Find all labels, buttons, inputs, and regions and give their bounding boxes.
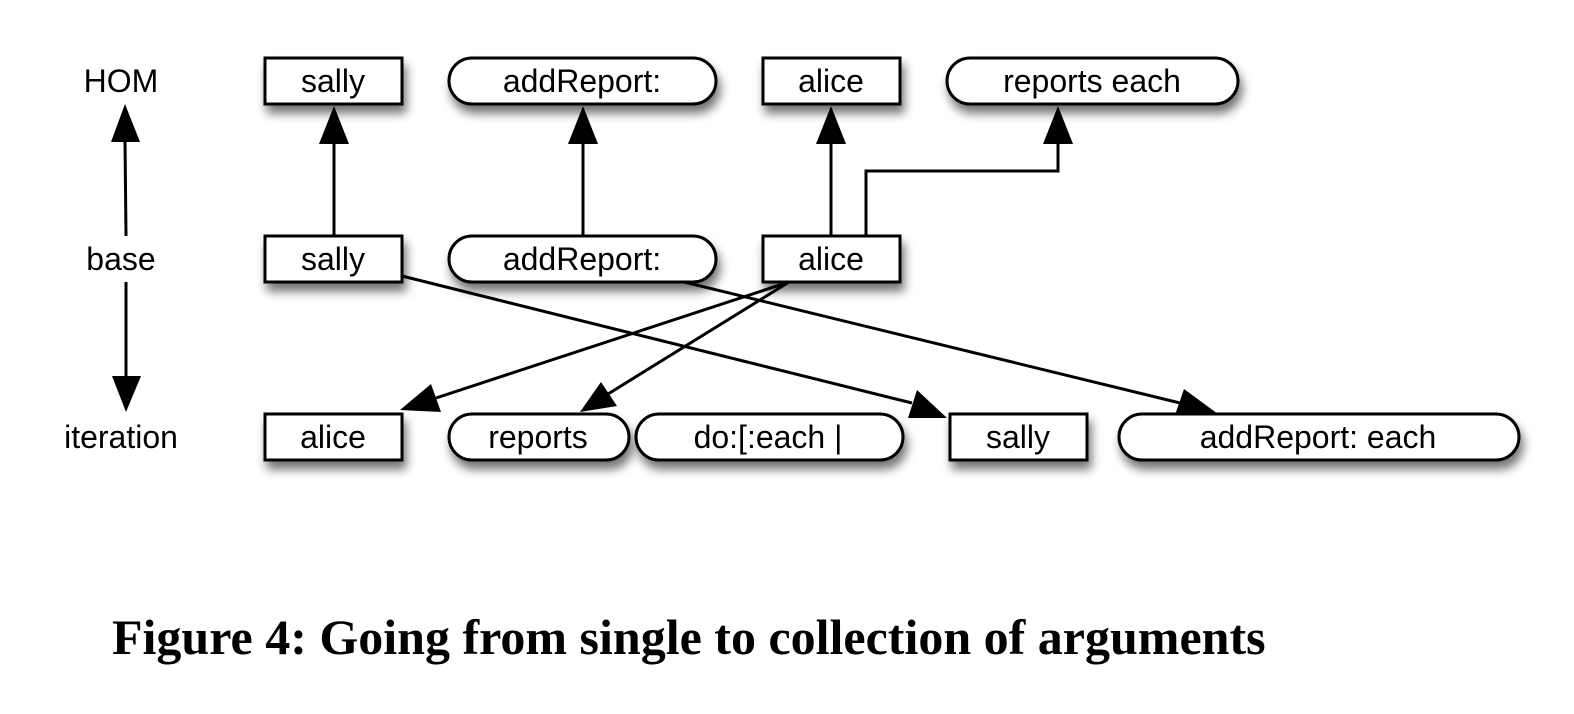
node-label: sally <box>301 241 365 277</box>
node-label: addReport: <box>503 63 661 99</box>
node-base-alice: alice <box>761 234 902 284</box>
node-iter-sally: sally <box>948 412 1089 462</box>
edge-arrowhead <box>908 390 947 418</box>
node-label: do:[:each | <box>694 419 843 455</box>
node-label: reports each <box>1003 63 1181 99</box>
node-base-sally: sally <box>263 234 404 284</box>
node-iter-addreport-each: addReport: each <box>1117 412 1521 462</box>
axis-arrowhead-down <box>112 376 141 412</box>
axis-arrowhead-up <box>111 104 140 142</box>
edge-base-addreport-to-iter-addreport <box>679 279 1181 405</box>
level-label-hom: HOM <box>84 63 159 99</box>
diagram-canvas: HOM base iteration sally addRep <box>64 56 1521 462</box>
node-label: addReport: each <box>1200 419 1437 455</box>
edge-arrowhead <box>1043 106 1073 144</box>
edge-arrowhead <box>319 106 349 144</box>
node-hom-addreport: addReport: <box>447 56 718 106</box>
level-label-base: base <box>86 241 155 277</box>
edge-base-alice-to-iter-reports <box>607 280 790 396</box>
edge-arrowhead <box>580 382 617 412</box>
node-iter-do-each: do:[:each | <box>634 412 905 462</box>
node-hom-sally: sally <box>263 56 404 106</box>
edge-base-alice-to-iter-alice <box>435 280 790 400</box>
node-iter-reports: reports <box>447 412 631 462</box>
edges <box>319 106 1218 418</box>
level-label-iteration: iteration <box>64 419 178 455</box>
node-label: sally <box>986 419 1050 455</box>
node-hom-alice: alice <box>761 56 902 106</box>
edge-arrowhead <box>816 106 846 144</box>
node-base-addreport: addReport: <box>447 234 718 284</box>
node-label: reports <box>488 419 588 455</box>
level-axis: HOM base iteration <box>64 63 178 455</box>
axis-arrow-up <box>123 139 128 237</box>
figure-caption: Figure 4: Going from single to collectio… <box>112 609 1266 665</box>
node-label: alice <box>300 419 366 455</box>
node-label: addReport: <box>503 241 661 277</box>
node-label: alice <box>798 63 864 99</box>
node-iter-alice: alice <box>263 412 404 462</box>
node-label: sally <box>301 63 365 99</box>
edge-base-alice-to-hom-reports-each <box>864 144 1060 236</box>
node-hom-reports-each: reports each <box>945 56 1240 106</box>
edge-base-sally-to-iter-sally <box>401 274 913 405</box>
edge-arrowhead <box>568 106 598 144</box>
edge-arrowhead <box>1174 389 1218 418</box>
node-label: alice <box>798 241 864 277</box>
edge-arrowhead <box>400 384 441 412</box>
